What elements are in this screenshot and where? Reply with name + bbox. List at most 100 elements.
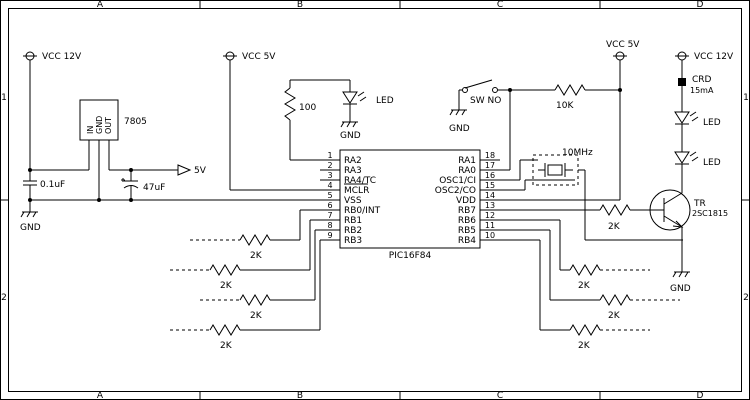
ic-pin-number: 5 [327,191,332,200]
ic-pin-name: RA2 [344,156,362,166]
resistor-rb0 [190,234,271,246]
grid-col-a-top: A [97,0,104,10]
ic-pin-name: VSS [344,196,362,206]
ground-symbol-right [672,271,690,278]
resistor-rb5 [550,294,680,306]
ic-pin-name: MCLR [344,186,369,196]
resistor-rb3 [170,324,241,336]
ic-pin-name: OSC1/CI [439,176,476,186]
ic-pin-number: 7 [327,211,332,220]
ground-symbol-led [340,121,358,128]
ic-pin-name: RA0 [458,166,476,176]
led-label-right-1: LED [703,118,721,128]
ic-pin-number: 4 [327,181,332,190]
gnd-label-switch: GND [449,124,470,134]
regulator-pin-gnd: GND [95,116,104,134]
ic-pin-number: 10 [485,231,495,240]
ic-pin-number: 13 [485,201,495,210]
gnd-label-right: GND [670,284,691,294]
grid-col-b-bottom: B [297,391,303,400]
ic-pin-name: RB4 [458,236,476,246]
inner-border [8,8,742,392]
ic-pin-name: RA3 [344,166,362,176]
switch-label: SW NO [470,96,501,106]
capacitor-47uf [121,170,139,200]
ic-pin-name: OSC2/CO [435,186,476,196]
vcc5-mid-label: VCC 5V [242,52,276,62]
led-label-top: LED [376,96,394,106]
grid-col-a-bottom: A [97,391,104,400]
capacitor-c2-label: 47uF [143,183,165,193]
vcc12-right-symbol [675,51,689,78]
resistor-10k-label: 10K [556,101,574,111]
ic-pin-name: RA4/TC [344,176,376,186]
resistor-10k [554,84,586,96]
resistor-rb6-label: 2K [578,281,591,291]
regulator-pin-in: IN [86,126,95,134]
resistor-base-label: 2K [608,222,621,232]
led-symbol-right-1 [674,111,699,152]
ic-pin-name: RB6 [458,216,476,226]
resistor-rb3-label: 2K [220,341,233,351]
ic-pin-name: RB5 [458,226,476,236]
grid-col-d-bottom: D [697,391,704,400]
ic-pin-number: 2 [327,161,332,170]
regulator-name: 7805 [124,117,147,127]
ic-pin-number: 14 [485,191,495,200]
grid-col-c-bottom: C [497,391,503,400]
crd-diode [678,78,686,112]
vcc12-left-symbol [23,51,37,170]
crd-label: CRD [692,75,712,85]
grid-row-2-left: 2 [1,293,7,303]
led-label-right-2: LED [703,158,721,168]
resistor-rb0-label: 2K [250,251,263,261]
ic-pin-number: 3 [327,171,332,180]
vcc5-mid-symbol [223,51,320,191]
ic-pin-number: 1 [327,151,332,160]
resistor-rb4-label: 2K [578,341,591,351]
led-symbol-top [342,91,367,105]
ic-pin-name: RB7 [458,206,476,216]
transistor-part: 2SC1815 [692,209,728,218]
vcc5-right-symbol [613,51,627,200]
vcc12-right-label: VCC 12V [694,52,734,62]
resistor-100-label: 100 [299,103,316,113]
resistor-rb1 [170,264,241,276]
grid-col-d-top: D [697,0,704,10]
resistor-base-2k [599,204,631,216]
regulator-pin-out: OUT [104,117,113,134]
ground-symbol-left [20,200,38,218]
resistor-rb1-label: 2K [220,281,233,291]
capacitor-c1-label: 0.1uF [40,180,65,190]
ic-name: PIC16F84 [389,251,432,261]
ic-pin-number: 6 [327,201,332,210]
gnd-label-led: GND [340,131,361,141]
ic-pin-name: RB2 [344,226,362,236]
ic-pin-name: RB0/INT [344,206,381,216]
ic-pin-name: RB3 [344,236,362,246]
transistor-label: TR [693,199,706,209]
output-5v-arrow [177,164,192,176]
ic-pin-number: 8 [327,221,332,230]
crystal-label: 10MHz [562,148,593,158]
resistor-rb6 [560,264,650,276]
ic-pin-number: 17 [485,161,495,170]
grid-col-c-top: C [497,0,503,10]
ground-symbol-switch [449,109,467,116]
grid-row-1-left: 1 [1,93,7,103]
resistor-100 [284,87,296,121]
ic-pin-number: 11 [485,221,495,230]
ic-pin-name: RB1 [344,216,362,226]
grid-col-b-top: B [297,0,303,10]
crd-current-label: 15mA [690,86,714,95]
ic-pin-name: VDD [456,196,476,206]
resistor-rb4 [540,324,650,336]
